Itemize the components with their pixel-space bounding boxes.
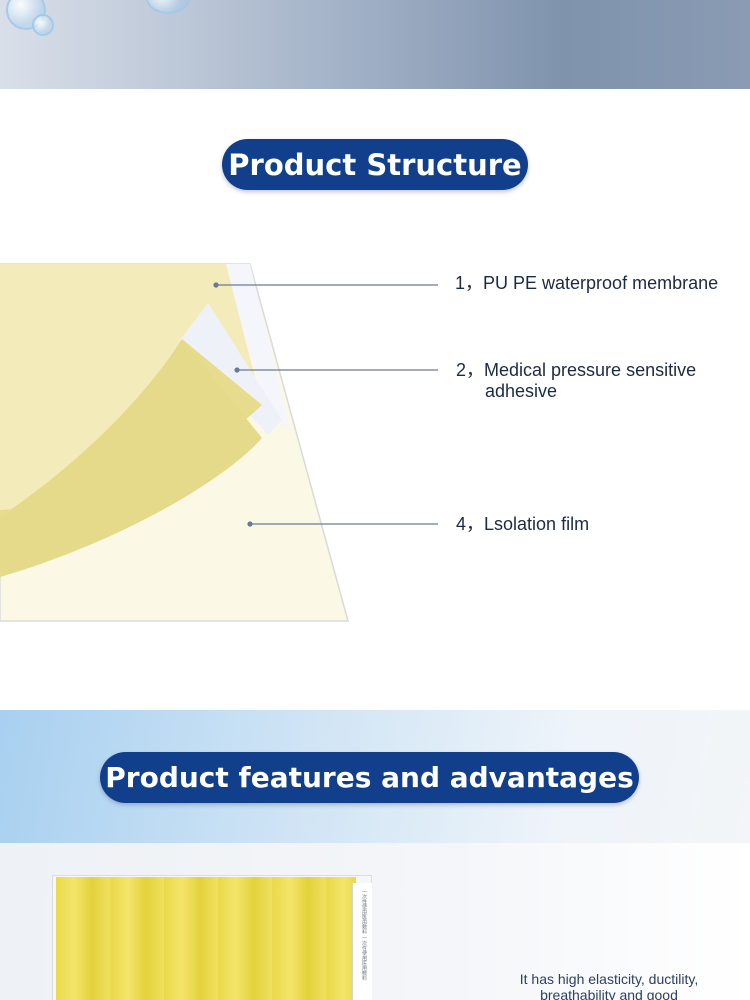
layer-structure-illustration — [0, 263, 438, 622]
bubble-decoration — [146, 0, 190, 14]
product-print-text: 一次性使用医用敷料 一次性使用医用敷料 — [357, 889, 367, 980]
leader-dot-1 — [213, 282, 219, 288]
bubble-decoration — [32, 14, 54, 36]
layer-label-adhesive: 2，Medical pressure sensitive adhesive — [456, 360, 696, 402]
product-features-heading-text: Product features and advantages — [105, 761, 634, 794]
product-showcase: 一次性使用医用敷料 一次性使用医用敷料 It has high elastici… — [0, 843, 750, 1000]
product-print-1: 一次性使用医用敷料 — [361, 889, 367, 934]
feature-description: It has high elasticity, ductility, breat… — [478, 971, 740, 1000]
product-dressing-image — [56, 877, 356, 1000]
product-features-heading: Product features and advantages — [100, 752, 639, 803]
adhesive-layer — [0, 339, 262, 577]
product-structure-heading: Product Structure — [222, 139, 528, 190]
layer-label-isolation-film: 4，Lsolation film — [456, 514, 590, 534]
layer-label-adhesive-line1: 2，Medical pressure sensitive — [456, 360, 697, 380]
feature-description-line1: It has high elasticity, ductility, — [519, 971, 699, 987]
top-banner — [0, 0, 750, 89]
feature-description-line2: breathability and good — [540, 987, 678, 1000]
product-print-2: 一次性使用医用敷料 — [361, 935, 367, 981]
layer-label-pu-pe-membrane: 1，PU PE waterproof membrane — [455, 273, 719, 293]
layer-label-adhesive-line2: adhesive — [485, 381, 558, 401]
leader-dot-4 — [247, 521, 253, 527]
product-label-strip — [352, 883, 372, 1000]
leader-dot-2 — [234, 367, 240, 373]
film-edge — [222, 264, 290, 430]
product-structure-heading-text: Product Structure — [228, 147, 522, 182]
